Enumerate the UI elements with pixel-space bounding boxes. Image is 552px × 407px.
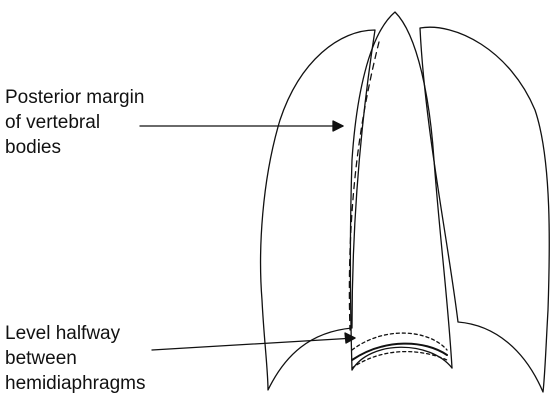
arrow-vertebral-head [333,121,343,131]
hemidiaphragm-level-label: Level halfway between hemidiaphragms [5,321,145,396]
posterior-margin-label: Posterior margin of vertebral bodies [5,85,144,160]
arrow-hemidiaphragm [152,338,355,350]
mediastinum-outline [351,12,453,370]
arrow-hemidiaphragm-head [345,333,355,343]
left-lung-outline [261,30,375,390]
vertebral-margin-line [349,42,379,330]
right-lung-outline [420,27,549,392]
